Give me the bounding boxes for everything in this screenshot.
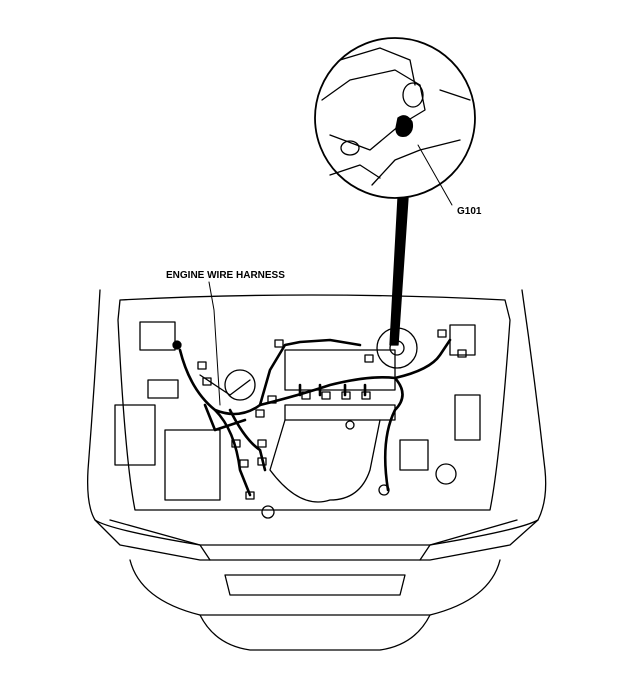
harness-stem [389,197,409,346]
ground-bolt-icon [395,115,414,137]
g101-detail-inset [314,37,476,206]
car-body-outline [87,289,547,651]
g101-ground-label: G101 [457,206,482,217]
harness-connectors [197,329,467,500]
engine-components [114,321,481,519]
engine-wire-harness-label: ENGINE WIRE HARNESS [166,270,285,281]
engine-wire-harness [178,338,452,497]
